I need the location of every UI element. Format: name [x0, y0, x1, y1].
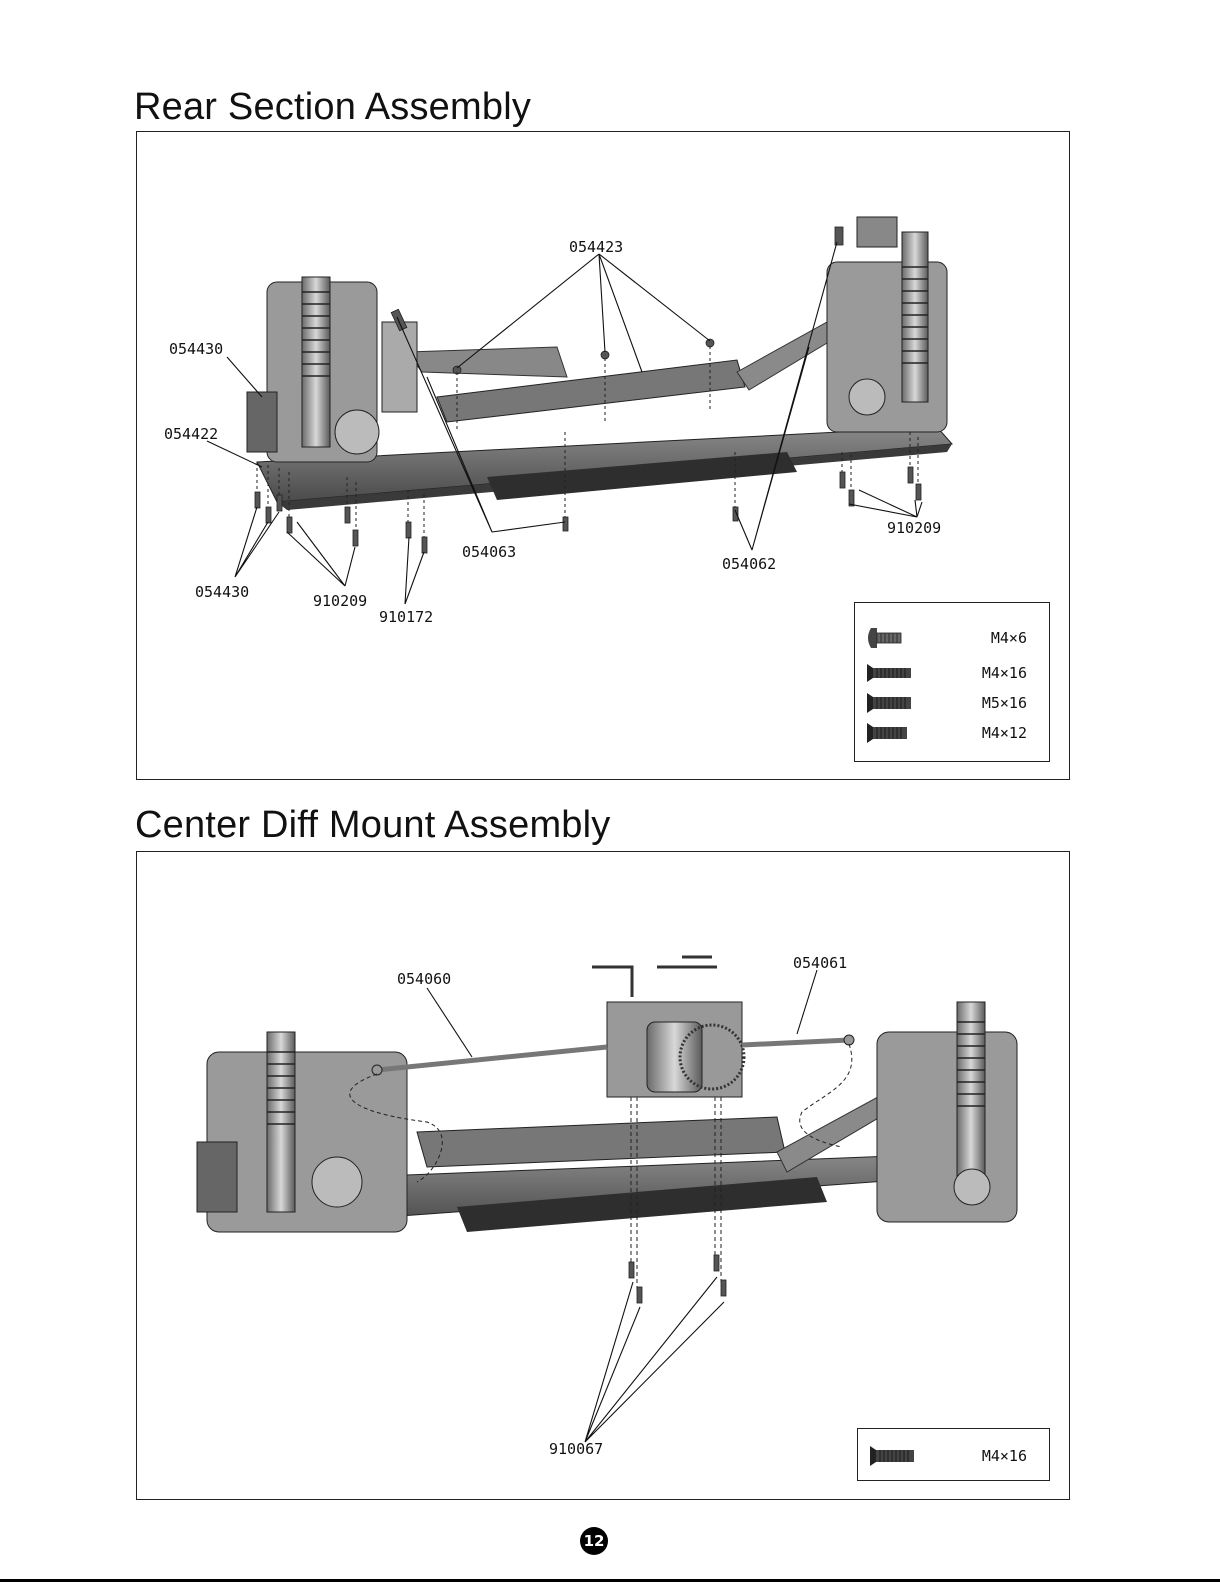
legend-size: M4×12 [982, 724, 1027, 742]
rear-section-diagram: 054423 054430 054422 054430 910209 91017… [136, 131, 1070, 780]
left-suspension [197, 1032, 407, 1232]
legend-size: M4×16 [982, 1447, 1027, 1465]
legend-row: M4×6 [855, 625, 1049, 651]
upper-deck [407, 322, 837, 422]
page-number: 12 [580, 1527, 608, 1555]
legend-row: M4×12 [855, 720, 1049, 746]
callout-910172: 910172 [379, 608, 433, 626]
right-suspension [877, 1002, 1017, 1222]
button-head-screw-icon [865, 625, 905, 651]
legend-row: M4×16 [855, 660, 1049, 686]
callout-910209-left: 910209 [313, 592, 367, 610]
callout-054060: 054060 [397, 970, 451, 988]
section-title-rear: Rear Section Assembly [134, 86, 531, 129]
hardware-legend-center: M4×16 [857, 1428, 1050, 1481]
section-title-center-diff: Center Diff Mount Assembly [135, 804, 610, 847]
callout-054061: 054061 [793, 954, 847, 972]
legend-row: M4×16 [858, 1443, 1049, 1469]
callout-054422: 054422 [164, 425, 218, 443]
legend-size: M4×6 [991, 629, 1027, 647]
callout-054430-top: 054430 [169, 340, 223, 358]
callout-054062: 054062 [722, 555, 776, 573]
flat-head-screw-icon [865, 660, 913, 686]
hardware-legend-rear: M4×6 M4×16 M5×16 M4×12 [854, 602, 1050, 762]
legend-size: M4×16 [982, 664, 1027, 682]
center-diff-illustration: 054060 054061 910067 [137, 852, 1071, 1501]
callout-054063: 054063 [462, 543, 516, 561]
center-diff-diagram: 054060 054061 910067 M4×16 [136, 851, 1070, 1500]
flat-head-screw-icon [865, 720, 913, 746]
front-right-suspension [827, 217, 947, 432]
callout-910067: 910067 [549, 1440, 603, 1458]
callout-910209-right: 910209 [887, 519, 941, 537]
callout-054423: 054423 [569, 238, 623, 256]
bottom-rule [0, 1579, 1220, 1582]
callout-054430-bottom: 054430 [195, 583, 249, 601]
center-diff-mount [592, 957, 744, 1097]
flat-head-screw-icon [865, 690, 913, 716]
legend-size: M5×16 [982, 694, 1027, 712]
rear-left-suspension [247, 277, 417, 462]
flat-head-screw-icon [868, 1443, 916, 1469]
legend-row: M5×16 [855, 690, 1049, 716]
